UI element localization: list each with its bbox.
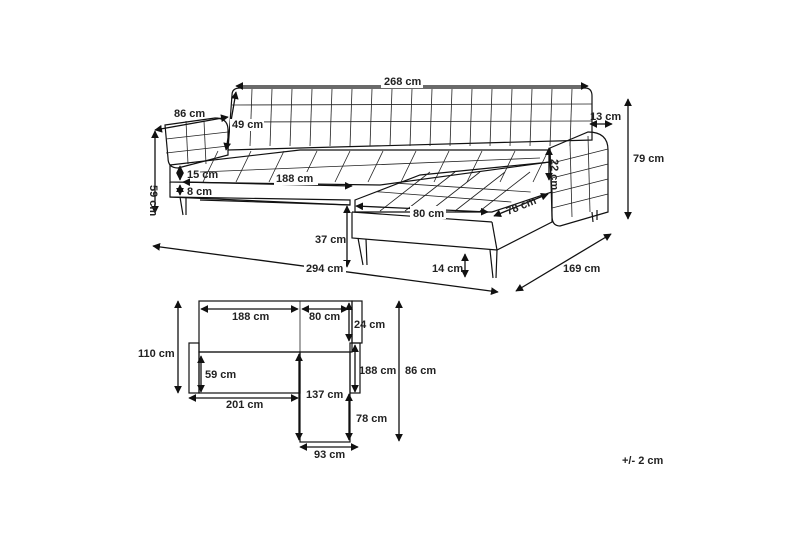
plan-label-188-top: 188 cm <box>232 311 270 323</box>
label-37: 37 cm <box>315 234 346 246</box>
dimension-arrows-plan <box>174 300 403 451</box>
label-22: 22 cm <box>548 159 560 190</box>
plan-label-201: 201 cm <box>226 399 264 411</box>
dimension-labels-plan: 188 cm 80 cm 24 cm 110 cm 59 cm 188 cm 8… <box>138 311 663 467</box>
label-79: 79 cm <box>633 153 664 165</box>
plan-label-24: 24 cm <box>354 319 385 331</box>
chaise-leg-front <box>489 249 498 279</box>
label-13: 13 cm <box>590 111 621 123</box>
dim-78-3d <box>493 193 549 217</box>
label-14: 14 cm <box>432 263 463 275</box>
label-8: 8 cm <box>187 186 212 198</box>
right-armrest <box>549 131 609 227</box>
plan-label-110: 110 cm <box>138 348 175 360</box>
base-edge <box>169 196 351 206</box>
chaise-corner <box>491 221 498 251</box>
backrest-tufting <box>231 88 593 147</box>
right-leg <box>591 210 598 223</box>
dim-188-3d <box>182 178 353 190</box>
plan-label-80: 80 cm <box>309 311 340 323</box>
label-78-3d: 78 cm <box>505 195 539 218</box>
label-86-top: 86 cm <box>174 108 205 120</box>
label-80-3d: 80 cm <box>413 208 444 220</box>
label-294: 294 cm <box>306 263 344 275</box>
plan-label-93: 93 cm <box>314 449 345 461</box>
dim-169 <box>515 233 612 292</box>
dim-86 <box>154 114 229 133</box>
seat-tufting <box>199 150 549 183</box>
label-268: 268 cm <box>384 76 422 88</box>
label-49: 49 cm <box>232 119 263 131</box>
plan-label-78: 78 cm <box>356 413 387 425</box>
chaise-leg-left <box>357 237 368 266</box>
label-15: 15 cm <box>187 169 218 181</box>
tolerance-note: +/- 2 cm <box>622 455 663 467</box>
plan-label-86: 86 cm <box>405 365 436 377</box>
label-188-3d: 188 cm <box>276 173 314 185</box>
right-armrest-tufting <box>551 135 609 218</box>
label-59-vertical: 59 cm <box>147 185 159 216</box>
label-169: 169 cm <box>563 263 601 275</box>
plan-left-arm <box>188 342 200 394</box>
left-leg <box>179 196 187 216</box>
left-armrest <box>164 117 229 169</box>
plan-label-188-side: 188 cm <box>359 365 397 377</box>
plan-label-137: 137 cm <box>306 389 344 401</box>
plan-label-59: 59 cm <box>205 369 236 381</box>
